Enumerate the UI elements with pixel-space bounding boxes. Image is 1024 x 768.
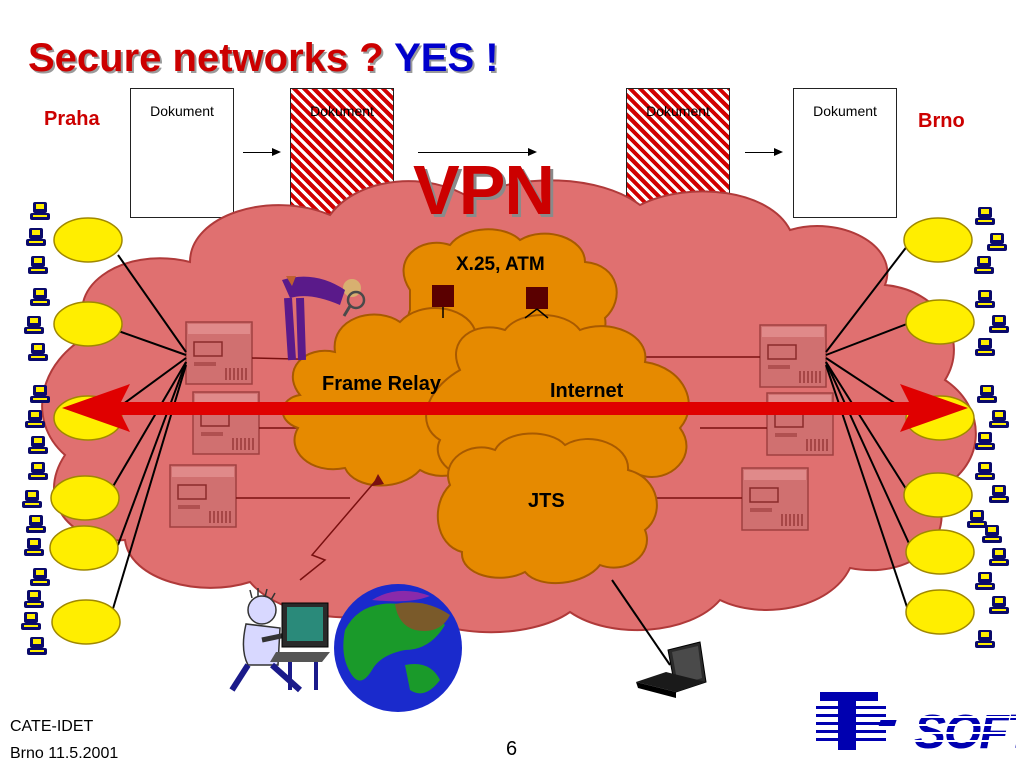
wireless-link — [299, 477, 379, 581]
lan-cloud-left-6 — [51, 599, 121, 645]
tsoft-logo: SOFT — [816, 688, 1024, 763]
lan-cloud-right-5 — [905, 529, 975, 575]
laptop-icon — [636, 641, 707, 698]
server-icon — [185, 321, 253, 385]
footer-place-date: Brno 11.5.2001 — [10, 745, 119, 762]
document-label: Dokument — [813, 103, 877, 119]
globe-icon — [334, 584, 462, 712]
spy-icon — [282, 276, 366, 361]
server-icon — [192, 391, 260, 455]
document-label: Dokument — [646, 103, 710, 119]
slide-title: Secure networks ? YES ! — [28, 36, 499, 81]
document-label: Dokument — [310, 103, 374, 119]
lan-cloud-left-4 — [50, 475, 120, 521]
lan-cloud-right-6 — [905, 589, 975, 635]
lan-cloud-right-1 — [903, 217, 973, 263]
jts-label: JTS — [528, 490, 565, 512]
server-icon — [741, 467, 809, 531]
lan-cloud-left-1 — [53, 217, 123, 263]
x25-atm-label: X.25, ATM — [456, 254, 545, 275]
user-at-computer-icon — [229, 588, 330, 693]
server-icon — [759, 324, 827, 388]
document-label: Dokument — [150, 103, 214, 119]
lan-cloud-right-2 — [905, 299, 975, 345]
document-plain-right: Dokument — [793, 88, 897, 218]
footer-org: CATE-IDET — [10, 718, 94, 735]
decrypt-arrow — [745, 148, 783, 156]
title-question: Secure networks ? — [28, 36, 384, 80]
transfer-arrow — [418, 148, 537, 156]
lan-cloud-right-4 — [903, 472, 973, 518]
lan-cloud-left-2 — [53, 301, 123, 347]
vpn-label: VPN — [413, 151, 555, 229]
document-plain-left: Dokument — [130, 88, 234, 218]
frame-relay-label: Frame Relay — [322, 373, 441, 395]
jts-cloud — [436, 432, 658, 585]
server-icon — [169, 464, 237, 528]
city-brno: Brno — [918, 110, 965, 132]
city-praha: Praha — [44, 108, 100, 130]
encrypt-arrow — [243, 148, 281, 156]
title-answer: YES ! — [394, 36, 499, 80]
page-number: 6 — [506, 738, 518, 760]
vpn-tunnel-arrow — [62, 384, 968, 432]
internet-label: Internet — [550, 380, 624, 402]
lan-cloud-left-5 — [49, 525, 119, 571]
